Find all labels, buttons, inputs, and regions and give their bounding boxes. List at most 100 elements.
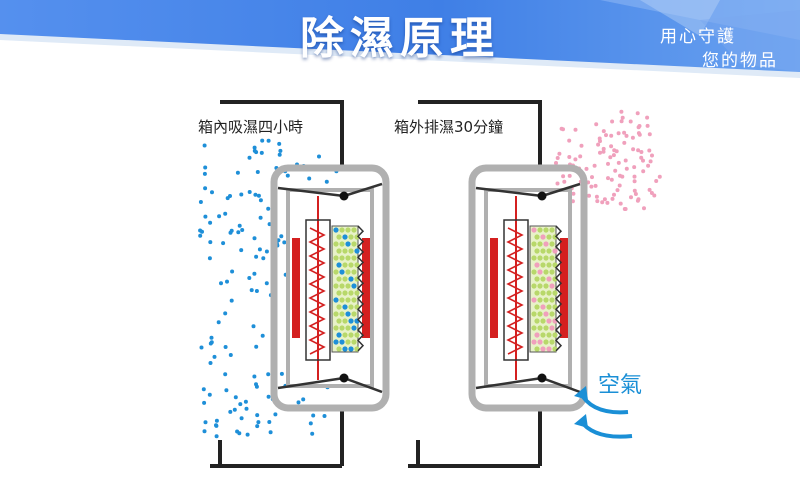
moisture-dot: [254, 254, 259, 259]
moisture-dot: [257, 247, 262, 252]
moisture-dot: [209, 340, 214, 345]
moisture-dot: [555, 181, 560, 186]
desiccant-granule: [537, 269, 543, 275]
slogan-line-1: 用心守護: [660, 27, 736, 47]
desiccant-granule: [348, 332, 354, 338]
desiccant-granule: [531, 339, 537, 345]
desiccant-granule: [543, 339, 549, 345]
hinge-icon: [537, 191, 547, 201]
desiccant-granule: [543, 227, 549, 233]
desiccant-granule: [333, 297, 339, 303]
flap-top: [343, 182, 383, 198]
moisture-dot: [202, 143, 207, 148]
banner-facet: [640, 0, 720, 36]
moisture-dot: [266, 206, 271, 211]
moisture-dot: [598, 150, 602, 155]
wall-line: [418, 100, 542, 170]
heater-bar: [362, 238, 370, 338]
desiccant-granule: [540, 262, 546, 268]
moisture-dot: [228, 409, 233, 414]
arrow-head-icon: [574, 386, 588, 400]
desiccant-granule: [549, 255, 555, 261]
panel-absorb: [210, 100, 390, 468]
moisture-dot: [606, 161, 610, 166]
moisture-dot: [247, 190, 252, 194]
moisture-dot: [635, 111, 640, 116]
desiccant-granule: [339, 283, 345, 289]
desiccant-granule: [540, 332, 546, 338]
desiccant-granule: [546, 318, 552, 324]
desiccant-granule: [540, 346, 546, 352]
air-label: 空氣: [598, 373, 642, 398]
moisture-dot: [645, 123, 650, 128]
desiccant-granule: [336, 276, 342, 282]
moisture-dot: [273, 412, 278, 417]
desiccant-granule: [531, 325, 537, 331]
moisture-dot: [210, 190, 214, 195]
hinge-icon: [537, 373, 547, 383]
desiccant-granule: [534, 248, 540, 254]
moisture-dot: [601, 129, 606, 134]
moisture-dot: [235, 170, 240, 175]
moisture-dot: [258, 215, 263, 220]
moisture-dot: [236, 230, 241, 235]
desiccant-granule: [531, 227, 537, 233]
moisture-dot: [202, 171, 207, 176]
air-flow-arrows: [574, 386, 633, 439]
desiccant-granule: [531, 311, 537, 317]
moisture-dot: [301, 397, 306, 402]
desiccant-granule: [543, 283, 549, 289]
moisture-dot: [596, 142, 601, 147]
moisture-dot: [647, 148, 652, 153]
desiccant-granule: [339, 325, 345, 331]
moisture-dot: [631, 147, 636, 152]
serrated-edge: [356, 225, 365, 352]
caption-absorb: 箱內吸濕四小時: [198, 118, 303, 136]
moisture-dot: [628, 119, 633, 124]
moisture-dot: [654, 179, 659, 183]
moisture-dot: [229, 228, 234, 233]
arrow-head-icon: [574, 414, 588, 428]
moisture-dot: [225, 196, 230, 201]
moisture-dot: [648, 159, 653, 164]
moisture-dot: [254, 382, 258, 387]
moisture-dot: [595, 199, 600, 204]
moisture-dot: [258, 198, 263, 203]
moisture-dot: [609, 133, 614, 138]
desiccant-granule: [549, 339, 555, 345]
moisture-dot: [219, 281, 223, 286]
moisture-dot: [279, 234, 284, 239]
moisture-dot: [255, 424, 260, 429]
desiccant-granule: [543, 269, 549, 275]
moisture-dot: [261, 256, 266, 261]
moisture-dot: [647, 187, 652, 192]
moisture-dot: [618, 201, 623, 206]
moisture-dot: [201, 387, 206, 392]
moisture-dot: [624, 133, 629, 138]
moisture-dot: [590, 175, 594, 180]
moisture-dot: [221, 241, 226, 246]
desiccant-granule: [348, 248, 354, 254]
left-moisture-dots: [198, 138, 342, 439]
desiccant-granule: [549, 241, 555, 247]
moisture-dot: [208, 361, 213, 365]
moisture-dot: [317, 154, 321, 159]
moisture-dot: [559, 126, 564, 131]
moisture-dot: [620, 115, 625, 120]
desiccant-granule: [537, 297, 543, 303]
desiccant-granule: [351, 227, 357, 233]
moisture-dot: [311, 413, 316, 418]
moisture-dot: [212, 354, 217, 359]
serrated-edge: [554, 225, 563, 352]
desiccant-granule: [333, 339, 339, 345]
moisture-dot: [214, 434, 219, 439]
moisture-dot: [198, 200, 203, 204]
desiccant-granule: [540, 276, 546, 282]
desiccant-granule: [339, 269, 345, 275]
moisture-dot: [266, 372, 271, 377]
moisture-dot: [198, 228, 203, 233]
moisture-dot: [587, 193, 591, 198]
moisture-dot: [209, 335, 214, 340]
moisture-dot: [237, 223, 242, 228]
moisture-dot: [252, 374, 257, 379]
